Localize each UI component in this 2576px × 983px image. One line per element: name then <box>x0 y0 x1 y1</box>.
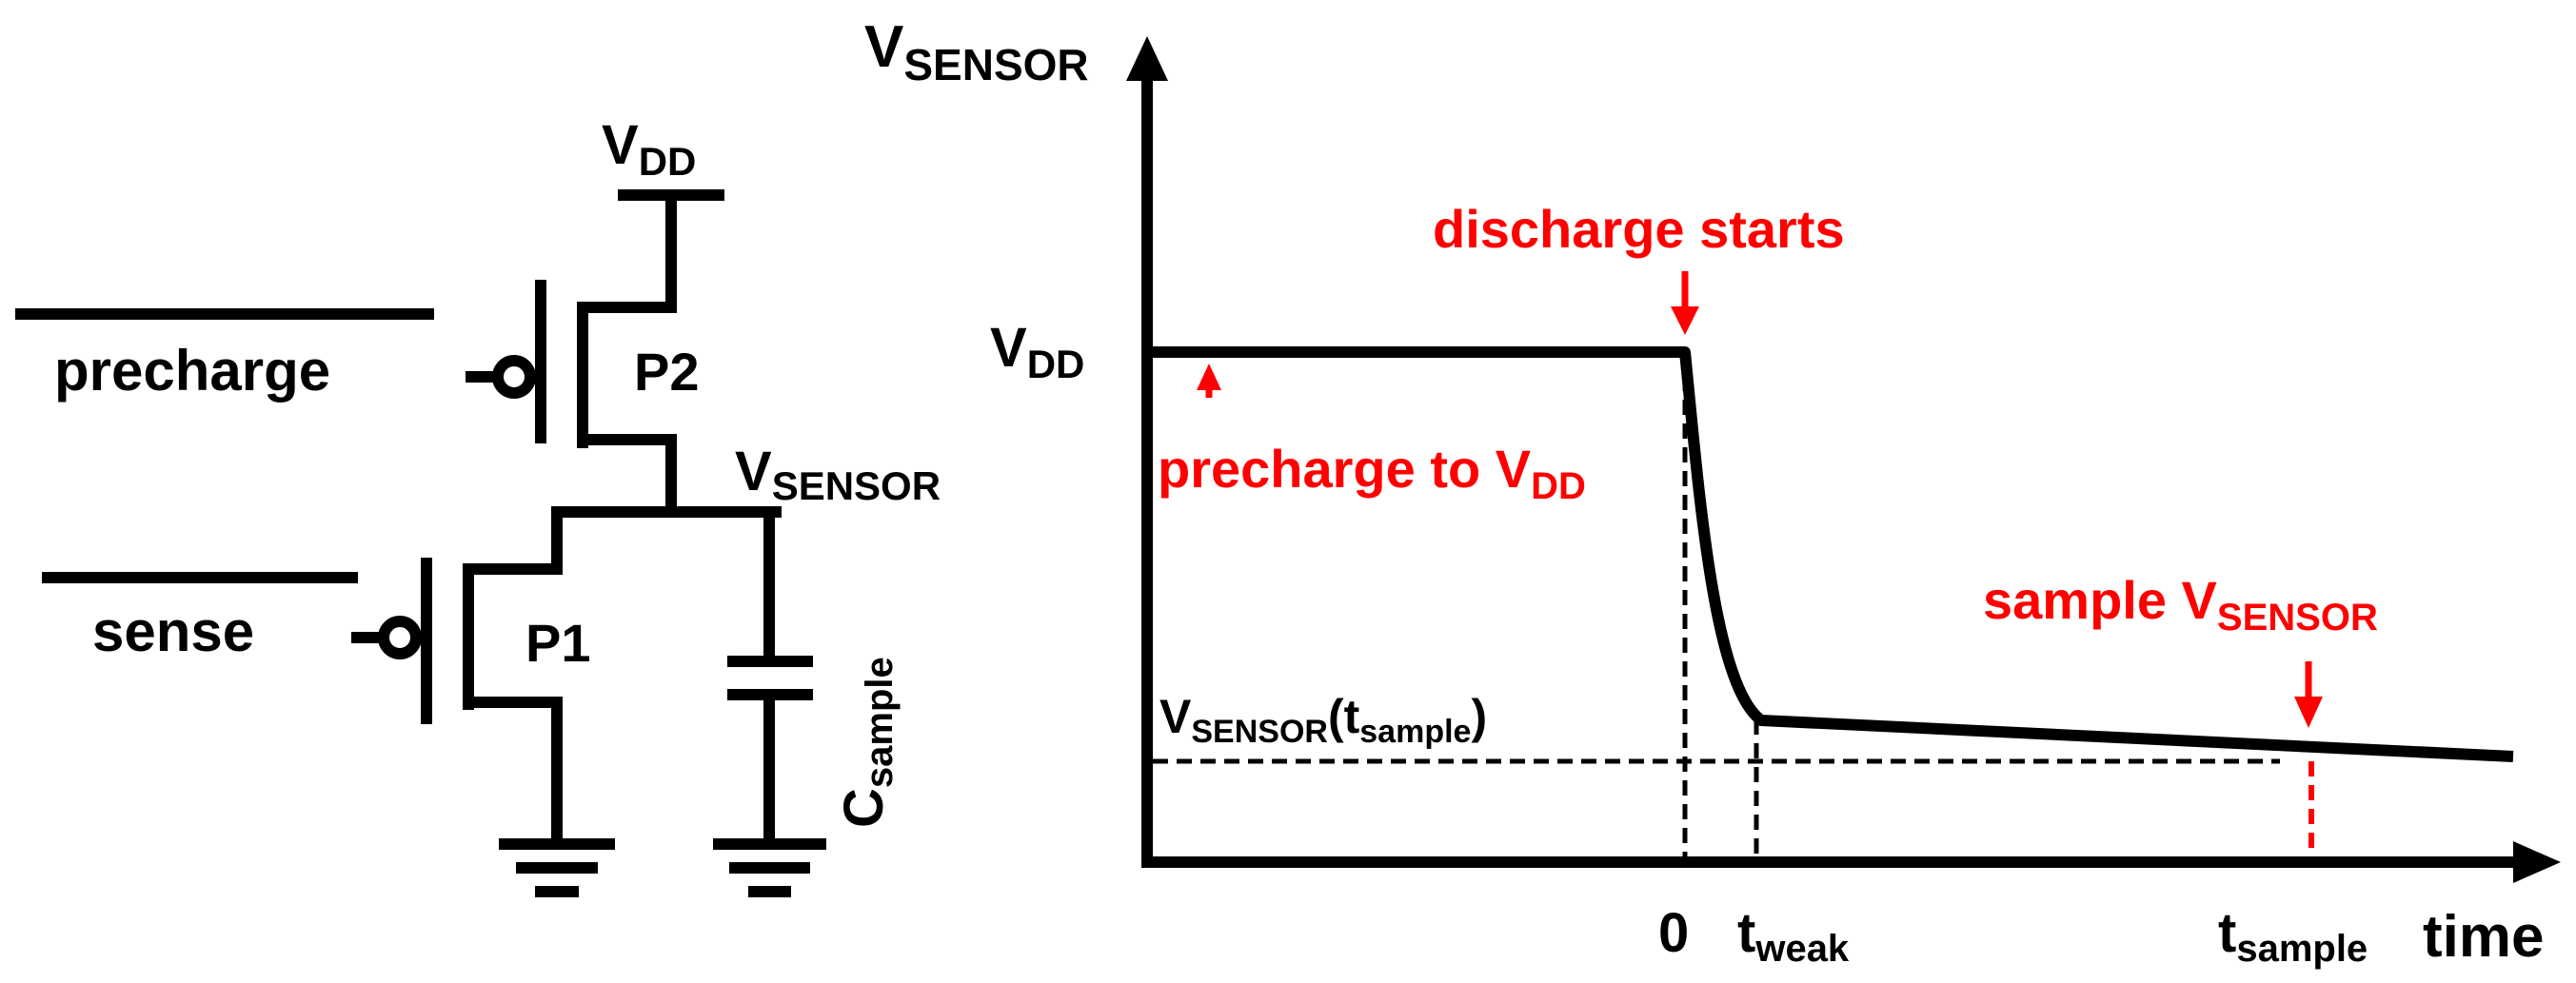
discharge-starts-label: discharge starts <box>1433 199 1845 259</box>
precharge-to-vdd-label: precharge to VDD <box>1158 439 1586 507</box>
tick-tsample-label: tsample <box>2218 902 2368 970</box>
sample-arrow-head <box>2294 697 2323 728</box>
precharge-arrow-head <box>1197 364 1221 390</box>
sense-label: sense <box>92 600 254 663</box>
p1-label: P1 <box>525 613 591 673</box>
precharge-label: precharge <box>54 339 330 403</box>
tick-tweak-label: tweak <box>1737 902 1850 970</box>
tick-zero-label: 0 <box>1658 902 1689 964</box>
ground-symbol <box>713 838 826 897</box>
vsensor-node-label: VSENSOR <box>735 441 941 508</box>
p2-gate-bubble <box>492 355 536 399</box>
plot-axes <box>1141 74 2513 868</box>
circuit-schematic <box>15 189 826 897</box>
vdd-level-label: VDD <box>990 317 1084 386</box>
y-axis-label: VSENSOR <box>864 14 1089 89</box>
discharge-arrow-head <box>1671 306 1699 335</box>
dashed-guides <box>1153 352 2280 856</box>
vdd-label: VDD <box>602 114 696 184</box>
x-axis-label: time <box>2423 904 2544 970</box>
x-axis-arrowhead <box>2513 841 2561 883</box>
vsensor-waveform <box>1147 346 2514 762</box>
y-axis-arrowhead <box>1126 36 1168 81</box>
ground-symbol <box>499 838 615 897</box>
vsample-level-label: VSENSOR(tsample) <box>1159 690 1487 750</box>
p2-label: P2 <box>634 342 700 402</box>
csample-label: Csample <box>833 657 901 828</box>
sample-vsensor-label: sample VSENSOR <box>1983 570 2378 639</box>
p1-gate-bubble <box>378 616 422 659</box>
